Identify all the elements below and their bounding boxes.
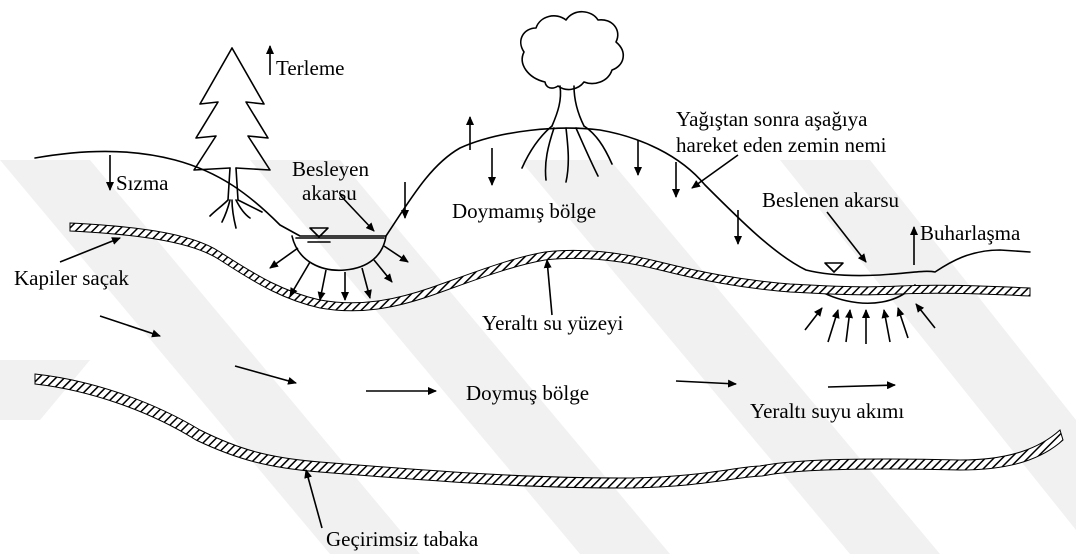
label-beslenen-akarsu: Beslenen akarsu	[762, 188, 900, 212]
deciduous-tree	[521, 12, 623, 182]
label-terleme: Terleme	[276, 56, 345, 80]
label-gecirimsiz-tabaka: Geçirimsiz tabaka	[326, 527, 479, 551]
label-doymus-bolge: Doymuş bölge	[466, 381, 589, 405]
label-doymamis-bolge: Doymamış bölge	[452, 199, 596, 223]
pine-tree	[194, 48, 270, 228]
label-yagistan-line2: hareket eden zemin nemi	[676, 133, 887, 157]
label-yeralti-suyu-akimi: Yeraltı suyu akımı	[750, 399, 904, 423]
gaining-stream-water-marker	[825, 263, 843, 272]
label-sizma: Sızma	[116, 171, 169, 195]
label-kapiler-sacak: Kapiler saçak	[14, 266, 129, 290]
label-yagistan-line1: Yağıştan sonra aşağıya	[676, 107, 868, 131]
label-buharlasma: Buharlaşma	[920, 221, 1021, 245]
label-besleyen-line1: Besleyen	[292, 157, 369, 181]
label-besleyen-line2: akarsu	[302, 181, 357, 205]
label-yeralti-su-yuzeyi: Yeraltı su yüzeyi	[482, 311, 624, 335]
